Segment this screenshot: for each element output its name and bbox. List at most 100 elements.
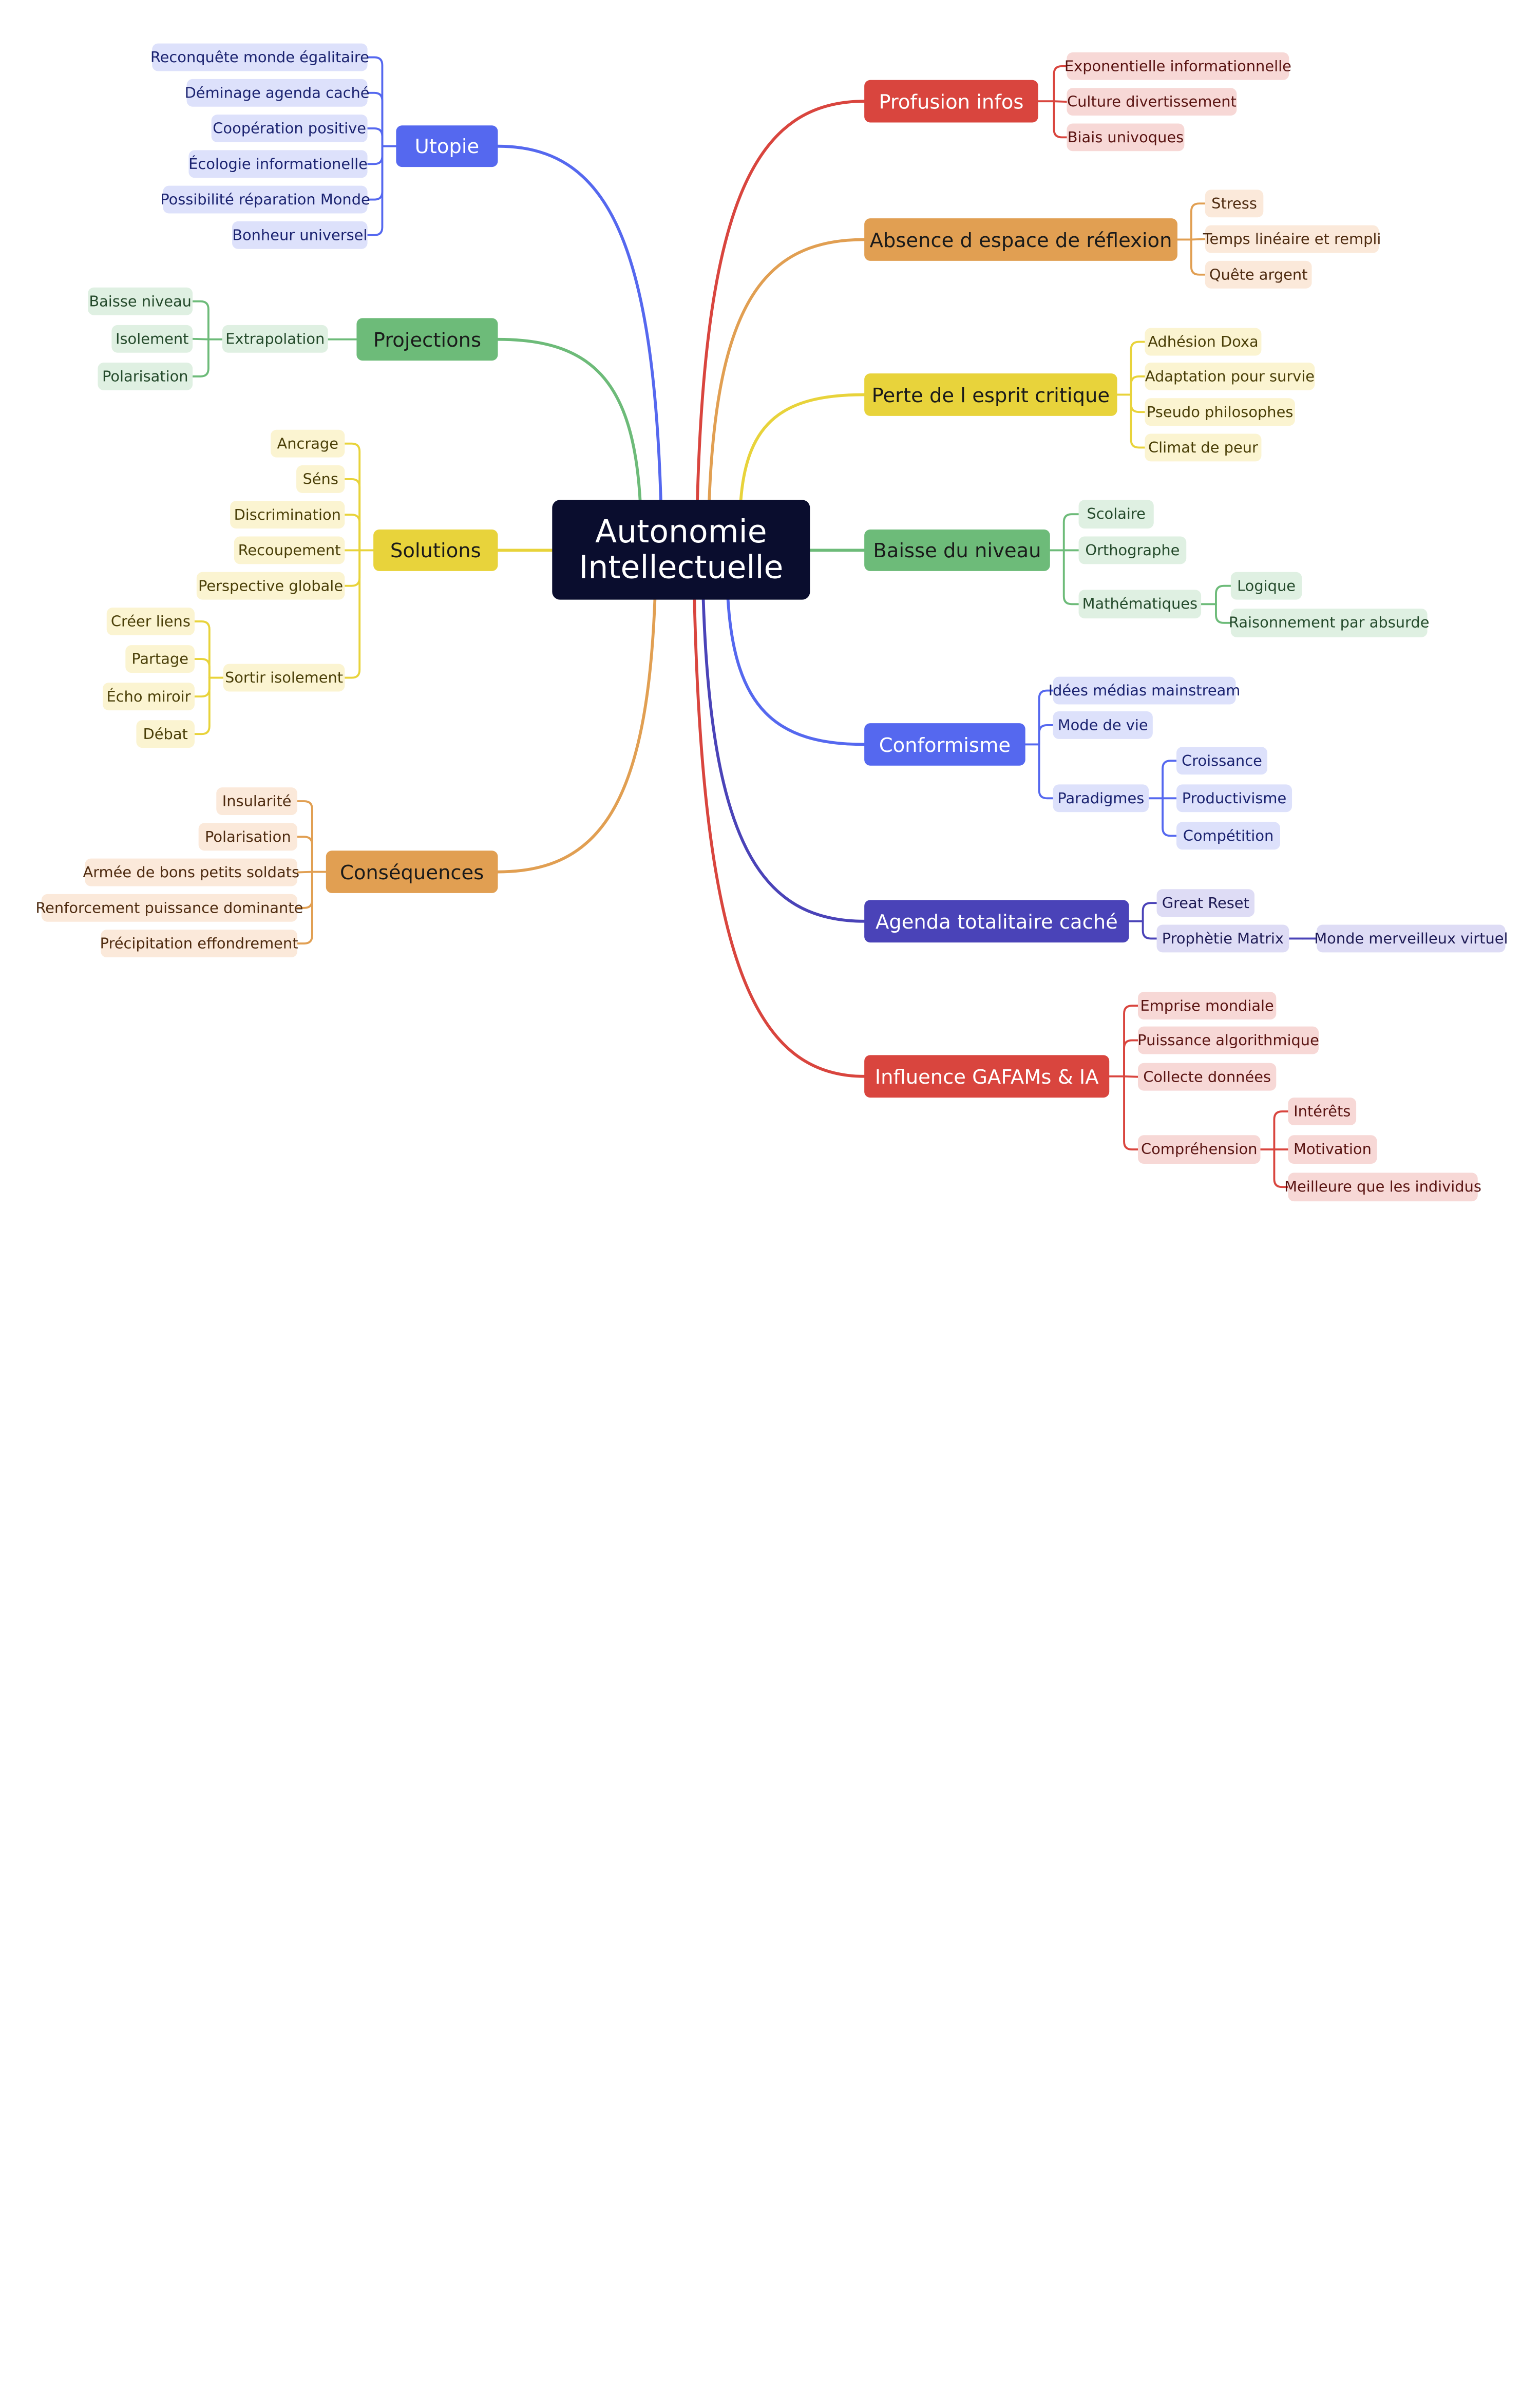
node-orthographe[interactable]: Orthographe bbox=[1078, 536, 1187, 564]
branch-projections[interactable]: Projections bbox=[356, 318, 498, 361]
branch-absence[interactable]: Absence d espace de réflexion bbox=[864, 218, 1177, 261]
node-exponentielle-informationnelle[interactable]: Exponentielle informationnelle bbox=[1064, 52, 1291, 80]
node-ancrage[interactable]: Ancrage bbox=[271, 429, 345, 458]
edge-profusion bbox=[696, 100, 866, 502]
node-comprehension[interactable]: Compréhension bbox=[1137, 1135, 1261, 1164]
bracket-agenda-link bbox=[1142, 920, 1158, 940]
node-motivation[interactable]: Motivation bbox=[1288, 1135, 1377, 1164]
bracket-mathematiques-link bbox=[1215, 584, 1232, 606]
node-paradigmes[interactable]: Paradigmes bbox=[1053, 784, 1149, 812]
bracket-conformisme-link bbox=[1038, 743, 1054, 800]
node-insularite[interactable]: Insularité bbox=[216, 787, 298, 815]
node-renforcement-puissance-dominante[interactable]: Renforcement puissance dominante bbox=[35, 894, 303, 922]
node-deminage-agenda-cache[interactable]: Déminage agenda caché bbox=[185, 79, 370, 107]
node-polarisation[interactable]: Polarisation bbox=[198, 823, 298, 851]
node-mode-de-vie[interactable]: Mode de vie bbox=[1053, 711, 1153, 739]
edge-influence bbox=[693, 598, 866, 1078]
node-polarisation[interactable]: Polarisation bbox=[98, 362, 193, 390]
node-competition[interactable]: Compétition bbox=[1176, 822, 1280, 850]
node-monde-merveilleux-virtuel[interactable]: Monde merveilleux virtuel bbox=[1314, 924, 1508, 953]
bracket-solutions-link bbox=[344, 478, 361, 552]
node-armee-de-bons-petits-soldats[interactable]: Armée de bons petits soldats bbox=[83, 858, 299, 886]
bracket-profusion-link bbox=[1053, 65, 1068, 103]
bracket-utopie-link bbox=[366, 145, 384, 236]
branch-utopie[interactable]: Utopie bbox=[396, 125, 498, 167]
bracket-absence-link bbox=[1190, 238, 1206, 241]
node-interets[interactable]: Intérêts bbox=[1288, 1098, 1357, 1125]
branch-profusion[interactable]: Profusion infos bbox=[864, 80, 1038, 123]
bracket-utopie-link bbox=[366, 91, 384, 147]
node-prophetie-matrix[interactable]: Prophètie Matrix bbox=[1156, 924, 1289, 953]
branch-consequences[interactable]: Conséquences bbox=[326, 851, 498, 893]
node-puissance-algorithmique[interactable]: Puissance algorithmique bbox=[1137, 1026, 1319, 1054]
node-productivisme[interactable]: Productivisme bbox=[1176, 784, 1292, 812]
branch-influence[interactable]: Influence GAFAMs & IA bbox=[864, 1055, 1110, 1098]
node-scolaire[interactable]: Scolaire bbox=[1078, 500, 1154, 529]
node-mathematiques[interactable]: Mathématiques bbox=[1078, 590, 1202, 619]
bracket-sortir-isolement-link bbox=[194, 676, 211, 698]
node-baisse-niveau[interactable]: Baisse niveau bbox=[88, 287, 193, 315]
central-topic[interactable]: Autonomie Intellectuelle bbox=[552, 500, 810, 600]
edge-utopie bbox=[496, 144, 662, 502]
node-bonheur-universel[interactable]: Bonheur universel bbox=[232, 221, 368, 249]
branch-conformisme[interactable]: Conformisme bbox=[864, 723, 1025, 766]
edge-consequences bbox=[496, 598, 657, 874]
bracket-conformisme-link bbox=[1038, 724, 1054, 746]
branch-agenda[interactable]: Agenda totalitaire caché bbox=[864, 900, 1129, 943]
node-logique[interactable]: Logique bbox=[1230, 572, 1302, 600]
node-debat[interactable]: Débat bbox=[136, 720, 195, 748]
node-cooperation-positive[interactable]: Coopération positive bbox=[211, 115, 368, 142]
node-raisonnement-par-absurde[interactable]: Raisonnement par absurde bbox=[1229, 608, 1429, 637]
node-sortir-isolement[interactable]: Sortir isolement bbox=[223, 664, 345, 692]
node-collecte-donnees[interactable]: Collecte données bbox=[1137, 1063, 1277, 1091]
node-partage[interactable]: Partage bbox=[125, 645, 195, 673]
node-possibilite-reparation-monde[interactable]: Possibilité réparation Monde bbox=[160, 185, 370, 214]
bracket-perte-link bbox=[1130, 393, 1146, 449]
node-recoupement[interactable]: Recoupement bbox=[234, 536, 345, 564]
node-isolement[interactable]: Isolement bbox=[111, 325, 193, 353]
node-croissance[interactable]: Croissance bbox=[1176, 747, 1267, 775]
branch-solutions[interactable]: Solutions bbox=[373, 530, 498, 571]
node-biais-univoques[interactable]: Biais univoques bbox=[1067, 123, 1185, 152]
bracket-paradigmes-link bbox=[1162, 760, 1177, 800]
bracket-consequences-link bbox=[296, 871, 313, 874]
node-culture-divertissement[interactable]: Culture divertissement bbox=[1067, 88, 1237, 116]
node-adhesion-doxa[interactable]: Adhésion Doxa bbox=[1145, 328, 1262, 356]
node-pseudo-philosophes[interactable]: Pseudo philosophes bbox=[1145, 398, 1295, 426]
node-great-reset[interactable]: Great Reset bbox=[1156, 889, 1254, 917]
bracket-mathematiques-link bbox=[1215, 603, 1232, 624]
bracket-utopie-link bbox=[366, 145, 384, 165]
node-extrapolation[interactable]: Extrapolation bbox=[222, 325, 328, 353]
node-emprise-mondiale[interactable]: Emprise mondiale bbox=[1137, 992, 1277, 1020]
node-climat-de-peur[interactable]: Climat de peur bbox=[1145, 433, 1262, 462]
node-echo-miroir[interactable]: Écho miroir bbox=[103, 683, 195, 711]
branch-perte[interactable]: Perte de l esprit critique bbox=[864, 373, 1117, 416]
node-sens[interactable]: Séns bbox=[296, 465, 345, 493]
bracket-comprehension-link bbox=[1273, 1148, 1289, 1188]
central-topic-line-1: Autonomie bbox=[595, 513, 767, 551]
bracket-sortir-isolement-link bbox=[194, 620, 211, 679]
node-ecologie-informationelle[interactable]: Écologie informationelle bbox=[188, 150, 368, 178]
bracket-comprehension-link bbox=[1273, 1110, 1289, 1151]
bracket-agenda-link bbox=[1142, 902, 1158, 922]
node-creer-liens[interactable]: Créer liens bbox=[106, 608, 195, 635]
node-reconquete-monde-egalitaire[interactable]: Reconquête monde égalitaire bbox=[150, 43, 369, 71]
edge-projections bbox=[496, 337, 642, 502]
node-stress[interactable]: Stress bbox=[1205, 190, 1264, 218]
node-precipitation-effondrement[interactable]: Précipitation effondrement bbox=[100, 930, 298, 957]
edge-agenda bbox=[701, 598, 866, 923]
node-quete-argent[interactable]: Quête argent bbox=[1205, 260, 1312, 289]
connector-lines bbox=[192, 56, 1318, 1188]
node-idees-medias-mainstream[interactable]: Idées médias mainstream bbox=[1049, 676, 1240, 705]
node-discrimination[interactable]: Discrimination bbox=[230, 501, 345, 529]
node-perspective-globale[interactable]: Perspective globale bbox=[196, 572, 345, 600]
bracket-influence-link bbox=[1123, 1075, 1139, 1151]
edge-perte bbox=[739, 393, 866, 502]
branch-baisse[interactable]: Baisse du niveau bbox=[864, 530, 1050, 571]
bracket-profusion-link bbox=[1053, 100, 1068, 103]
node-temps-lineaire-et-rempli[interactable]: Temps linéaire et rempli bbox=[1203, 225, 1381, 253]
node-adaptation-pour-survie[interactable]: Adaptation pour survie bbox=[1145, 362, 1315, 390]
edge-absence bbox=[708, 238, 866, 502]
node-meilleure-que-les-individus[interactable]: Meilleure que les individus bbox=[1284, 1173, 1481, 1202]
